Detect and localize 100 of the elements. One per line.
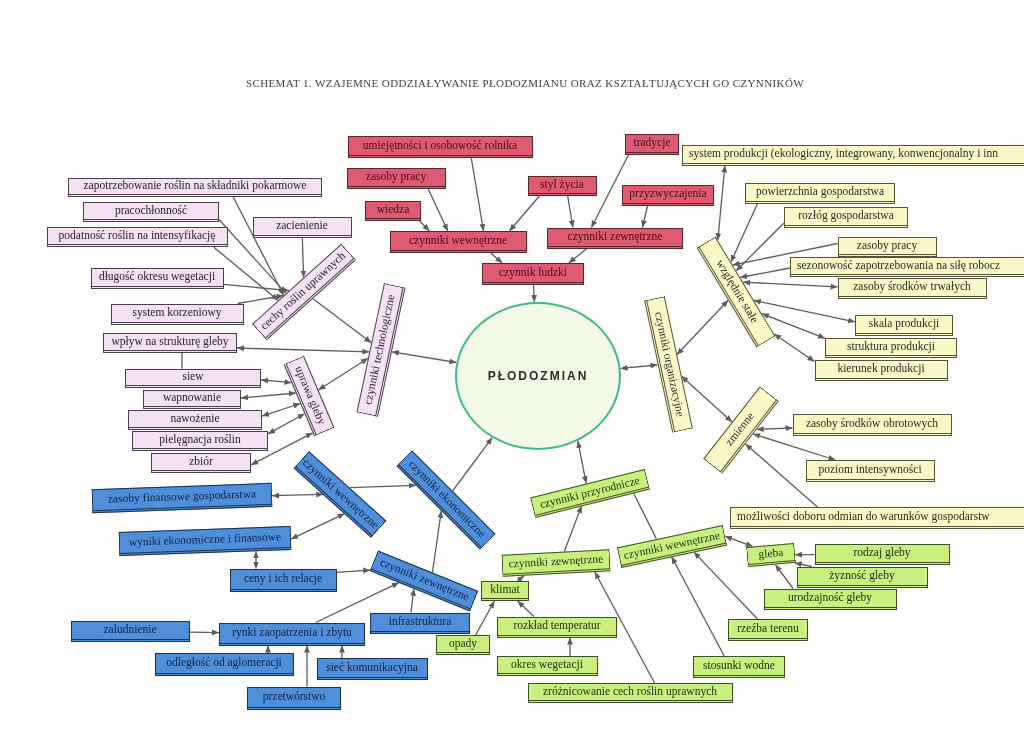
arrow <box>317 357 369 391</box>
factor-box: pielęgnacja roślin <box>132 431 268 451</box>
factor-box: zapotrzebowanie roślin na składniki pokarmowe <box>68 177 322 197</box>
arrow <box>742 279 839 290</box>
arrow <box>312 298 372 344</box>
arrow <box>265 644 271 654</box>
arrow <box>731 242 839 267</box>
factor-box: przyzwyczajenia <box>622 184 714 206</box>
arrow <box>774 564 794 590</box>
factor-box: tradycje <box>625 133 679 155</box>
arrow <box>188 629 220 636</box>
arrow <box>300 236 307 279</box>
factor-box: system produkcji (ekologiczny, integrowany, konwencjonalny i inn <box>682 144 1024 166</box>
factor-box: czynnik ludzki <box>482 263 584 285</box>
factor-box: możliwości doboru odmian do warunków gospodarstw <box>730 507 1024 529</box>
factor-box: umiejętności i osobowość rolnika <box>347 136 533 158</box>
central-ellipse: PŁODOZMIAN <box>455 302 621 450</box>
arrow <box>756 425 794 433</box>
factor-box: pracochłonność <box>83 202 219 222</box>
factor-box: żyzność gleby <box>796 566 928 588</box>
arrow <box>349 482 417 489</box>
arrow <box>744 443 819 508</box>
arrow <box>240 390 297 401</box>
factor-box: podatność roślin na intensyfikację <box>46 227 228 247</box>
factor-box: rzeźba terenu <box>728 619 808 641</box>
factor-box: system korzeniowy <box>110 303 244 325</box>
factor-box: wpływ na strukturę gleby <box>103 333 237 353</box>
arrow <box>715 164 728 241</box>
arrow <box>531 284 537 303</box>
factor-box: zasoby środków trwałych <box>837 277 987 299</box>
factor-box: zasoby pracy <box>837 237 937 257</box>
arrow <box>427 187 449 232</box>
factor-box: klimat <box>481 581 529 601</box>
arrow <box>232 195 285 297</box>
factor-box: gleba <box>746 542 796 568</box>
arrow <box>567 195 575 229</box>
arrow <box>730 202 759 263</box>
factor-box: urodzajność gleby <box>763 588 897 610</box>
factor-box: powierzchnia gospodarstwa <box>745 182 895 204</box>
factor-box: nawożenie <box>128 410 262 430</box>
factor-box: odległość od aglomeracji <box>154 652 294 676</box>
factor-box: skala produkcji <box>855 314 953 336</box>
arrow <box>236 345 371 355</box>
arrow <box>339 644 345 659</box>
arrow <box>568 247 588 264</box>
connector-line <box>632 492 657 540</box>
arrow <box>619 362 659 371</box>
arrow <box>304 644 310 688</box>
arrow <box>516 600 535 618</box>
arrow <box>739 267 791 280</box>
arrow <box>470 157 486 232</box>
arrow <box>594 571 656 684</box>
arrow <box>752 433 837 461</box>
arrow <box>680 375 733 423</box>
factor-box: rodzaj gleby <box>814 543 950 565</box>
diagram-title: SCHEMAT 1. WZAJEMNE ODDZIAŁYWANIE PŁODOZMIANU ORAZ KSZTAŁTUJĄCYCH GO CZYNNIKÓW <box>245 77 805 89</box>
arrow <box>761 312 826 339</box>
arrow <box>576 440 588 484</box>
factor-box: poziom intensywności <box>805 460 935 482</box>
arrow <box>693 551 759 620</box>
factor-box: zaludnienie <box>70 620 190 642</box>
factor-box: zasoby środków obrotowych <box>792 414 952 436</box>
arrow <box>250 432 314 466</box>
factor-box: zasoby pracy <box>346 167 446 189</box>
factor-box: ceny i ich relacje <box>229 568 337 592</box>
factor-box: opady <box>436 635 490 655</box>
arrow <box>641 204 649 229</box>
factor-box: kierunek produkcji <box>814 359 948 381</box>
arrow <box>315 582 400 624</box>
arrow <box>590 153 630 229</box>
factor-box: wiedza <box>365 201 421 221</box>
factor-box: czynniki zewnętrzne <box>547 227 683 249</box>
arrow <box>218 218 287 295</box>
factor-box: rynki zaopatrzenia i zbytu <box>219 622 365 646</box>
arrow <box>451 437 493 492</box>
arrow <box>508 195 541 232</box>
factor-box: styl życia <box>527 176 597 196</box>
factor-box: okres wegetacji <box>496 656 598 676</box>
arrow <box>391 350 458 365</box>
factor-box: zasoby finansowe gospodarstwa <box>91 482 273 514</box>
factor-box: sieć komunikacyjna <box>316 658 428 680</box>
arrow <box>431 510 444 574</box>
arrow <box>735 222 785 272</box>
factor-box: czynniki zewnętrzne <box>501 549 611 577</box>
factor-box: czynniki organizacyjne <box>643 295 693 433</box>
factor-box: rozłóg gospodarstwa <box>784 206 908 228</box>
factor-box: wapnowanie <box>143 389 241 409</box>
factor-box: zbiór <box>151 453 251 473</box>
factor-box: czynniki wewnętrzne <box>389 231 527 253</box>
factor-box: struktura produkcji <box>825 338 957 358</box>
arrow <box>261 402 301 417</box>
arrow <box>567 636 573 657</box>
factor-box: przetwórstwo <box>247 686 341 710</box>
arrow <box>260 377 293 385</box>
arrow <box>419 220 431 232</box>
arrow <box>267 413 306 435</box>
factor-box: siew <box>125 368 261 388</box>
factor-box: sezonowość zapotrzebowania na siłę robocz <box>790 257 1024 277</box>
connector-line <box>181 352 183 370</box>
arrow <box>490 252 503 264</box>
